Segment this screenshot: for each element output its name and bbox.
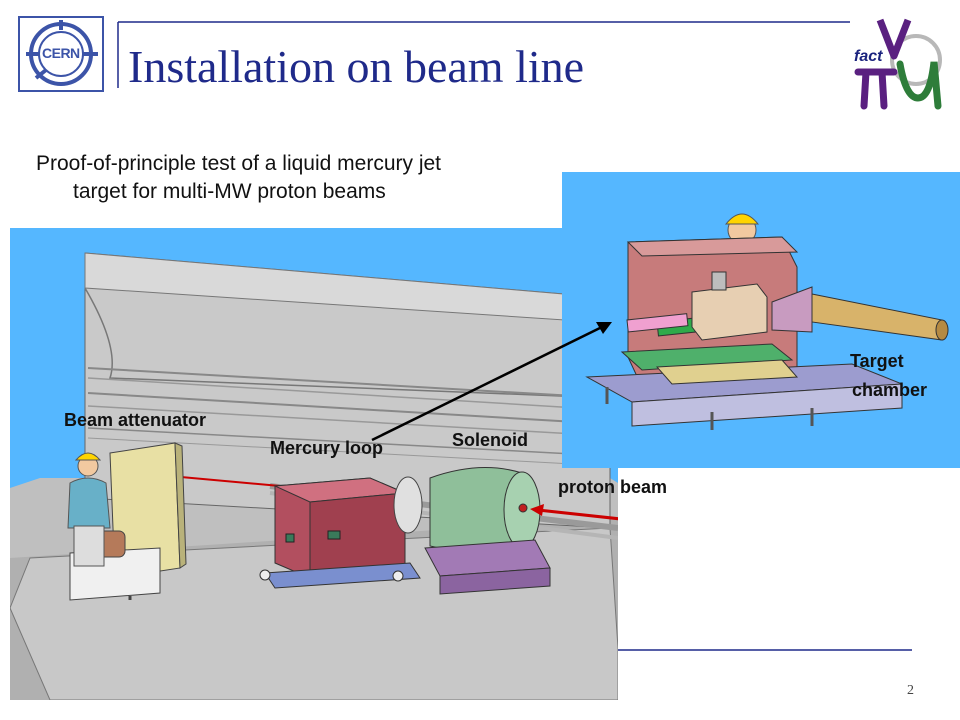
target-chamber-illustration: [562, 172, 960, 468]
cern-logo: CERN: [18, 16, 104, 92]
page-title: Installation on beam line: [128, 41, 585, 92]
subtitle-line-2: target for multi-MW proton beams: [73, 180, 386, 203]
label-target-chamber: Target chamber: [850, 347, 927, 405]
beamline-scene: [9, 228, 631, 701]
label-proton-beam: proton beam: [558, 477, 668, 497]
label-mercury-loop: Mercury loop: [270, 438, 384, 458]
beamline-illustration: [9, 228, 631, 701]
target-chamber-inset: [562, 172, 960, 468]
slide-subtitle: Proof-of-principle test of a liquid merc…: [36, 150, 596, 206]
cern-logo-text: CERN: [42, 45, 80, 61]
factory-logo-graphic: [854, 18, 942, 110]
page-number: 2: [907, 683, 914, 698]
label-solenoid: Solenoid: [452, 430, 528, 450]
label-beam-attenuator: Beam attenuator: [64, 410, 207, 430]
subtitle-line-1: Proof-of-principle test of a liquid merc…: [36, 152, 441, 175]
label-target-line2: chamber: [852, 380, 928, 400]
factory-logo: fact: [850, 14, 950, 110]
cern-logo-graphic: [18, 16, 104, 92]
factory-logo-text: fact: [854, 48, 883, 65]
label-target-line1: Target: [850, 351, 904, 371]
